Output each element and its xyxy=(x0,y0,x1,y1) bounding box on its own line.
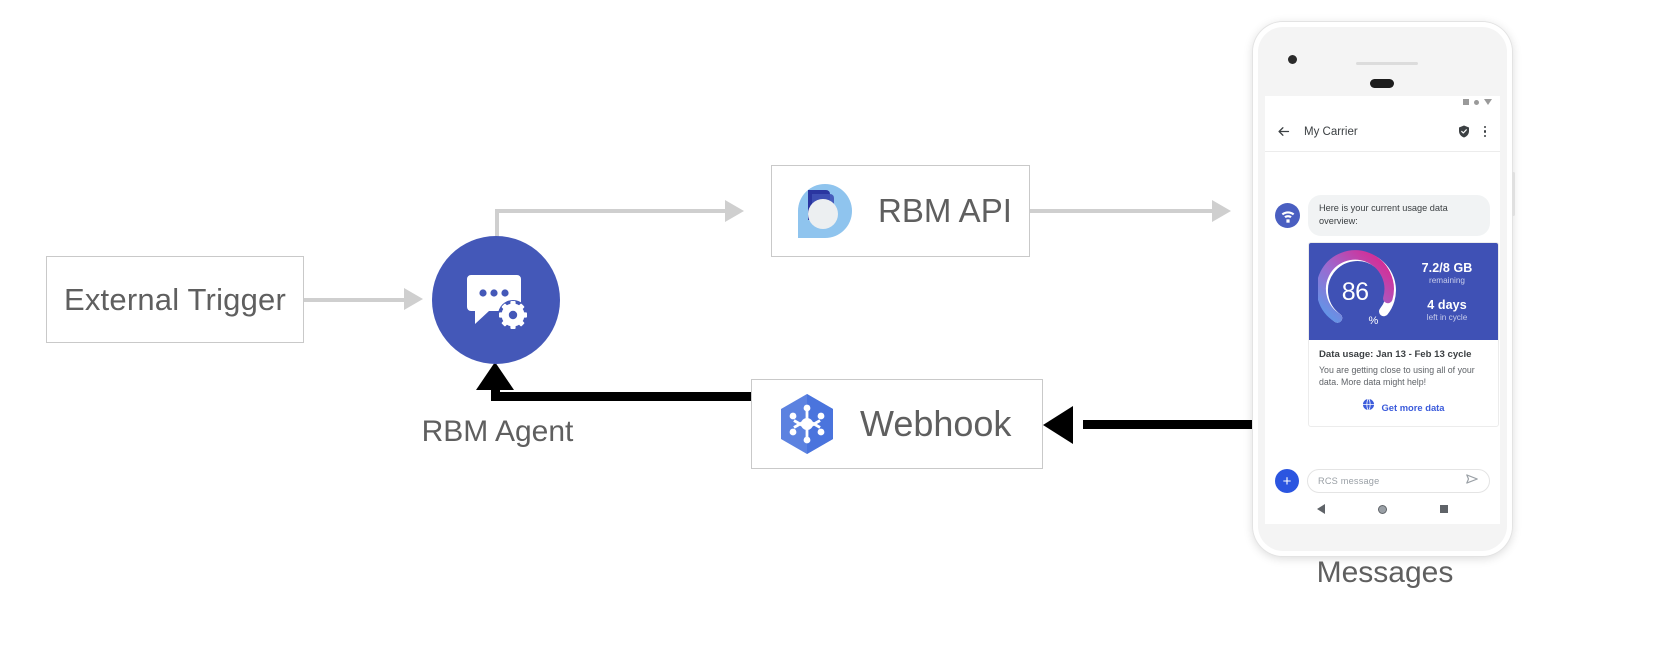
conversation-area: Here is your current usage data overview… xyxy=(1265,153,1500,468)
message-row: Here is your current usage data overview… xyxy=(1275,195,1490,236)
connector-phone-to-webhook-line xyxy=(1083,420,1255,429)
phone-earpiece xyxy=(1370,79,1394,88)
add-attachment-icon[interactable]: + xyxy=(1275,469,1299,493)
rich-card-body: Data usage: Jan 13 - Feb 13 cycle You ar… xyxy=(1309,340,1498,427)
connector-webhook-to-agent-arrow xyxy=(476,362,514,390)
gauge-unit: % xyxy=(1368,315,1379,328)
verified-shield-icon xyxy=(1458,125,1470,138)
data-usage-gauge: 86 % xyxy=(1316,249,1402,333)
signal-icon xyxy=(1463,99,1469,105)
rbm-api-label: RBM API xyxy=(878,192,1012,229)
globe-icon xyxy=(1362,398,1376,416)
phone-screen: My Carrier xyxy=(1265,96,1500,524)
stat-data-caption: remaining xyxy=(1429,275,1465,285)
battery-icon xyxy=(1484,99,1492,105)
rich-card-description: You are getting close to using all of yo… xyxy=(1319,364,1475,388)
nav-recents-icon[interactable] xyxy=(1439,505,1448,513)
get-more-data-button[interactable]: Get more data xyxy=(1319,398,1488,418)
connector-webhook-to-agent-horizontal xyxy=(491,392,753,401)
phone-mockup: My Carrier xyxy=(1253,22,1515,556)
connector-api-to-phone-line xyxy=(1030,209,1212,213)
stat-block-days: 4 days left in cycle xyxy=(1402,298,1492,322)
message-composer: + RCS message xyxy=(1265,468,1500,494)
rbm-agent-label: RBM Agent xyxy=(421,415,574,448)
status-bar xyxy=(1463,99,1492,105)
gauge-arc xyxy=(1316,250,1396,323)
gauge-value: 86 xyxy=(1341,277,1369,306)
messages-label: Messages xyxy=(1316,556,1454,589)
hero-stats: 7.2/8 GB remaining 4 days left in cycle xyxy=(1402,261,1498,322)
back-arrow-icon[interactable] xyxy=(1276,124,1291,139)
app-bar: My Carrier xyxy=(1265,112,1500,152)
overflow-menu-icon[interactable] xyxy=(1481,124,1490,140)
app-bar-title: My Carrier xyxy=(1304,125,1358,138)
stat-block-data: 7.2/8 GB remaining xyxy=(1402,261,1492,285)
nav-home-icon[interactable] xyxy=(1377,504,1387,514)
stat-days-caption: left in cycle xyxy=(1426,312,1468,322)
stat-data-value: 7.2/8 GB xyxy=(1421,260,1473,275)
stat-days-value: 4 days xyxy=(1427,297,1467,312)
connector-agent-to-api-arrow xyxy=(725,200,744,222)
send-icon[interactable] xyxy=(1465,472,1479,491)
connector-agent-to-api-horizontal xyxy=(495,209,725,213)
phone-side-button[interactable] xyxy=(1512,172,1515,216)
rich-card-hero: 86 % 7.2/8 GB remaining 4 days lef xyxy=(1309,242,1498,340)
webhook-label: Webhook xyxy=(860,403,1012,444)
phone-front-camera-icon xyxy=(1288,55,1297,64)
rich-card-title: Data usage: Jan 13 - Feb 13 cycle xyxy=(1319,348,1472,360)
get-more-data-label: Get more data xyxy=(1381,401,1445,413)
nav-back-icon[interactable] xyxy=(1317,504,1326,514)
cloud-functions-hexagon-icon xyxy=(781,394,833,454)
node-external-trigger[interactable]: External Trigger xyxy=(46,256,304,343)
incoming-message-bubble: Here is your current usage data overview… xyxy=(1308,195,1490,236)
rich-card[interactable]: 86 % 7.2/8 GB remaining 4 days lef xyxy=(1308,241,1499,428)
phone-sensor-strip xyxy=(1356,62,1418,65)
wifi-agent-avatar-icon xyxy=(1275,203,1300,228)
connector-trigger-to-agent-arrow xyxy=(404,288,423,310)
connector-trigger-to-agent-line xyxy=(304,298,404,302)
chat-gear-icon xyxy=(467,275,528,330)
gauge-center-readout: 86 % xyxy=(1318,249,1402,333)
rcs-message-input[interactable]: RCS message xyxy=(1307,469,1490,493)
android-nav-bar xyxy=(1265,494,1500,524)
connector-api-to-phone-arrow xyxy=(1212,200,1231,222)
connector-phone-to-webhook-arrow xyxy=(1043,406,1073,444)
node-rbm-api[interactable]: RBM API xyxy=(771,165,1030,257)
rcs-message-placeholder: RCS message xyxy=(1318,476,1380,486)
node-rbm-agent[interactable] xyxy=(432,236,560,364)
node-webhook[interactable]: Webhook xyxy=(751,379,1043,469)
rbm-droplet-icon xyxy=(798,184,852,238)
connector-agent-to-api-vertical xyxy=(495,211,499,243)
external-trigger-label: External Trigger xyxy=(63,281,287,317)
wifi-icon xyxy=(1474,99,1479,105)
